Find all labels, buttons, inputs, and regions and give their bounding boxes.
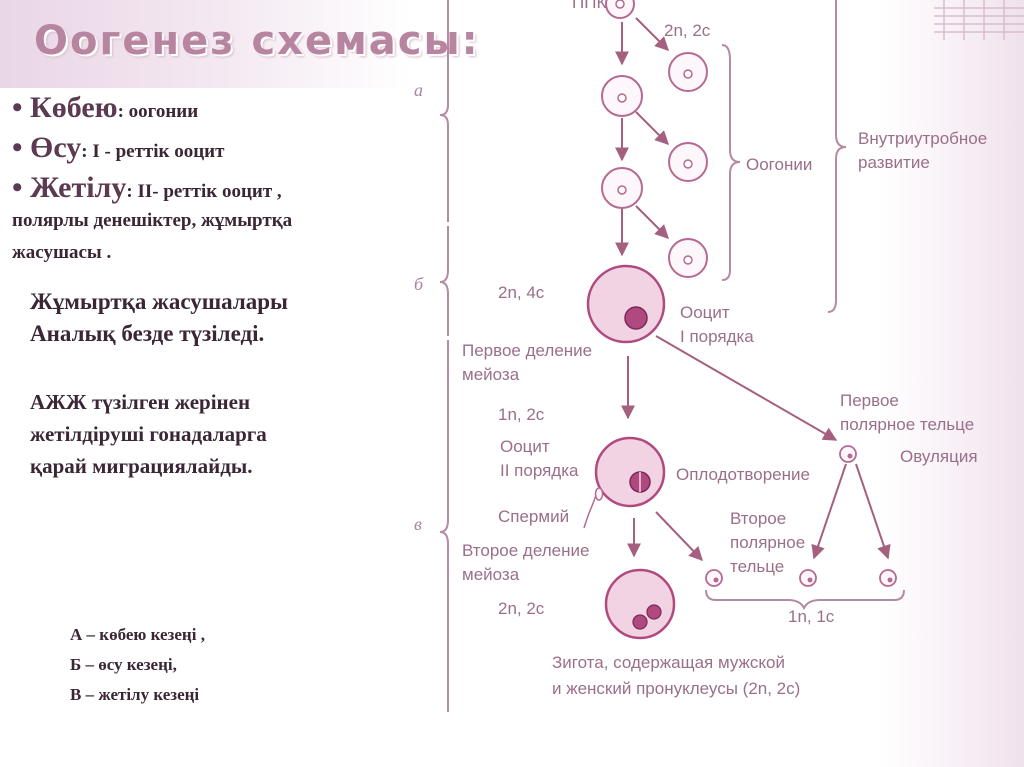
bullet-list: • Көбею: оогонии • Өсу: І - реттік ооцит… [12, 90, 282, 210]
text-line: жетілдіруші гонадаларга [30, 422, 267, 446]
first-polar-body [839, 445, 857, 463]
stage-b-label: б [414, 274, 424, 294]
zygote-label-2: и женский пронуклеусы (2n, 2c) [552, 679, 800, 698]
text-line: Жұмыртқа жасушалары [30, 289, 289, 314]
oocyte2-label-1: Ооцит [500, 437, 550, 456]
corner-decoration [934, 0, 1024, 40]
bracket-a [439, 0, 449, 222]
oocyte1-label-2: I порядка [680, 327, 754, 346]
bullet-text: : ІІ- реттік ооцит , [126, 181, 282, 202]
bullet-head: • Көбею [12, 91, 118, 124]
text-line: жасушасы . [12, 242, 112, 263]
text-line: Аналық безде түзіледі. [30, 321, 265, 346]
slide-title: Оогенез схемасы: [34, 18, 480, 64]
bullet-multiplication: • Көбею: оогонии [12, 90, 282, 130]
oocyte2-label-2: II порядка [500, 461, 579, 480]
ploidy-label: 2n, 4c [498, 283, 545, 302]
bracket-b [439, 226, 449, 336]
ploidy-label: 2n, 2c [498, 599, 545, 618]
polar-body [799, 569, 817, 587]
text-line: қарай миграциялайды. [30, 454, 253, 478]
paragraph-ovary: Жұмыртқа жасушалары Аналық безде түзілед… [30, 286, 430, 350]
ploidy-label: 1n, 2c [498, 405, 545, 424]
second-division-label-2: мейоза [462, 565, 520, 584]
stage-a-label: а [414, 80, 423, 100]
bracket-intrauterine [827, 0, 847, 313]
legend-item: А – көбею кезеңі , [70, 625, 205, 644]
bullet-head: • Өсу [12, 131, 82, 164]
bracket-oogonia [721, 44, 741, 281]
bullet-head: • Жетілу [12, 171, 127, 204]
bullet-text: : оогонии [117, 101, 199, 122]
legend-item: В – жетілу кезеңі [70, 685, 200, 704]
zygote-label-1: Зигота, содержащая мужской [552, 653, 785, 672]
pronucleus [632, 614, 648, 630]
bracket-1n1c [705, 589, 905, 611]
oocyte1-label-1: Ооцит [680, 303, 730, 322]
legend-item: Б – өсу кезеңі, [70, 655, 177, 674]
second-polar-body-label-1: Второе [730, 509, 786, 528]
intrauterine-label-1: Внутриутробное [858, 129, 987, 148]
bullet-text: : І - реттік ооцит [81, 141, 225, 162]
paragraph-migration: АЖЖ түзілген жерінен жетілдіруші гонадал… [30, 386, 430, 482]
zygote [604, 568, 676, 640]
title-band [0, 0, 410, 88]
text-line: полярлы денешіктер, жұмыртқа [12, 210, 293, 231]
side-band [880, 0, 1024, 767]
second-division-label-1: Второе деление [462, 541, 589, 560]
stage-v-label: в [414, 514, 422, 534]
secondary-oocyte [594, 436, 666, 508]
ovulation-label: Овуляция [900, 447, 978, 466]
stage-legend: А – көбею кезеңі , Б – өсу кезеңі, В – ж… [70, 620, 390, 710]
ppk-label: ППК [572, 0, 606, 12]
polar-body [879, 569, 897, 587]
first-polar-body-label-2: полярное тельце [840, 415, 974, 434]
fertilization-label: Оплодотворение [676, 465, 810, 484]
second-polar-body-label-2: полярное [730, 533, 805, 552]
sperm-label: Спермий [498, 507, 569, 526]
ploidy-label: 1n, 1c [788, 607, 835, 626]
first-polar-body-label-1: Первое [840, 391, 899, 410]
bracket-v [439, 340, 449, 712]
oogonia-label: Оогонии [746, 155, 812, 174]
ppk-cell [605, 0, 635, 19]
pronucleus [646, 604, 662, 620]
primary-oocyte [586, 264, 666, 344]
second-polar-body [705, 569, 723, 587]
intrauterine-label-2: развитие [858, 153, 930, 172]
bullet-maturation: • Жетілу: ІІ- реттік ооцит , [12, 170, 282, 210]
primary-oocyte-nucleus [624, 306, 648, 330]
bullet-growth: • Өсу: І - реттік ооцит [12, 130, 282, 170]
first-division-label-2: мейоза [462, 365, 520, 384]
first-division-label-1: Первое деление [462, 341, 592, 360]
second-polar-body-label-3: тельце [730, 557, 784, 576]
text-line: АЖЖ түзілген жерінен [30, 390, 251, 414]
bullet-continuation: полярлы денешіктер, жұмыртқа жасушасы . [12, 205, 432, 269]
ploidy-label: 2n, 2c [664, 21, 711, 40]
